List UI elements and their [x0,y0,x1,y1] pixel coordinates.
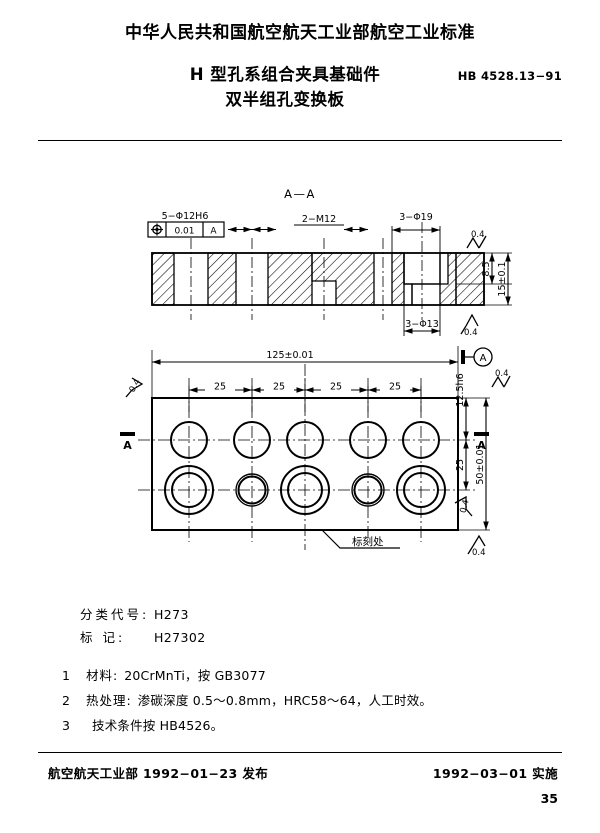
roughness-symbol-plan-right-mid: 0.4 [454,495,473,517]
standard-authority-header: 中华人民共和国航空航天工业部航空工业标准 [125,23,475,43]
roughness-symbol-plan-left: 0.4 [125,377,144,398]
callout-3-phi13: 3−Φ13 [405,319,439,330]
technical-drawing: A—A 5−Φ12H6 0.01 A [0,150,600,580]
effective-date: 1992−03−01 实施 [432,766,558,781]
dim-thickness-15: 15±0.1 [497,261,508,296]
document-title-line2: 双半组孔变换板 [225,90,345,109]
dim-pitch-3: 25 [330,382,342,393]
roughness-value-plan-right-mid: 0.4 [458,499,471,515]
drawing-canvas: A—A 5−Φ12H6 0.01 A [120,187,512,558]
note-number: 1 [62,668,70,683]
note-number: 3 [62,718,70,733]
section-vertical-dimensions: 8.5 15±0.1 [456,252,512,306]
dim-overall-width: 50±0.01 [475,443,486,484]
section-view-label: A—A [284,187,316,201]
note-number: 2 [62,693,70,708]
geometric-tolerance-frame: 0.01 A [147,221,225,238]
note-label: 热处理: [86,693,132,708]
plan-view: 125±0.01 A [120,346,511,558]
dim-pitch-1: 25 [214,382,226,393]
section-marker-letter-left: A [123,439,132,452]
position-tolerance-icon [151,223,163,236]
note-text: 20CrMnTi，按 GB3077 [124,668,266,683]
note-item: 2 热处理: 渗碳深度 0.5～0.8mm，HRC58～64，人工时效。 [62,688,562,713]
hole-bottom-4 [351,473,385,507]
roughness-symbol-plan-bottom: 0.4 [467,534,486,558]
hole-bottom-1 [164,465,214,515]
document-title-line1: H 型孔系组合夹具基础件 [189,65,381,84]
specification-block: 分类代号: H273 标 记: H27302 [80,603,540,649]
note-text: 技术条件按 HB4526。 [92,718,224,733]
dim-overall-length: 125±0.01 [151,346,459,398]
hole-bottom-2 [235,473,269,507]
roughness-value-section-top: 0.4 [471,230,485,240]
marking-value: H27302 [154,630,206,645]
dim-row-spacing: 25 [455,459,466,471]
document-title: H 型孔系组合夹具基础件 双半组孔变换板 [0,62,600,112]
plan-column-centerlines [188,364,422,550]
title-block: H 型孔系组合夹具基础件 双半组孔变换板 HB 4528.13−91 [0,62,600,112]
marking-location-label: 标刻处 [352,535,384,548]
callout-3-phi19: 3−Φ19 [399,212,433,223]
hole-top-5 [402,421,440,459]
note-label: 材料: [86,668,119,683]
hole-bottom-5 [396,465,446,515]
roughness-value-plan-bottom: 0.4 [472,548,486,558]
dim-edge-distance: 12.5h6 [455,373,466,406]
section-counterbore-profile [403,253,441,305]
classification-row: 分类代号: H273 [80,603,540,626]
classification-value: H273 [154,607,189,622]
page-number: 35 [540,791,558,806]
note-item: 3 技术条件按 HB4526。 [62,713,562,738]
plan-top-row-holes [170,421,440,459]
roughness-symbol-section-top: 0.4 [466,230,487,249]
datum-feature-symbol: A [461,347,493,367]
technical-notes-list: 1 材料: 20CrMnTi，按 GB3077 2 热处理: 渗碳深度 0.5～… [62,663,562,738]
footer-divider-rule [38,752,562,753]
dim-pitch-2: 25 [273,382,285,393]
dim-hole-pitch-row: 25 25 25 25 [188,378,422,412]
tolerance-datum: A [210,227,217,237]
section-view-a-a: A—A 5−Φ12H6 0.01 A [147,187,512,338]
note-item: 1 材料: 20CrMnTi，按 GB3077 [62,663,562,688]
issuing-authority-date: 航空航天工业部 1992−01−23 发布 [48,766,269,781]
marking-key: 标 记: [80,630,126,645]
section-marker-letter-right: A [477,439,486,452]
roughness-symbol-plan-right-top: 0.4 [491,369,511,388]
classification-key: 分类代号: [80,607,150,622]
section-marker-right: A [474,432,489,452]
roughness-value-section-bottom: 0.4 [464,328,478,338]
dim-depth-8-5: 8.5 [481,261,492,276]
marking-location-leader: 标刻处 [321,529,400,549]
plan-bottom-row-holes [164,465,446,515]
hole-bottom-3 [280,465,330,515]
hole-top-4 [349,421,387,459]
dim-value-overall-length: 125±0.01 [266,350,313,361]
tolerance-value: 0.01 [174,227,194,237]
hole-top-3 [286,421,324,459]
callout-5-phi12h6: 5−Φ12H6 [162,211,209,222]
roughness-symbol-section-bottom: 0.4 [460,313,479,338]
section-hatching [151,252,485,306]
note-text: 渗碳深度 0.5～0.8mm，HRC58～64，人工时效。 [137,693,433,708]
dim-pitch-4: 25 [389,382,401,393]
header-divider-rule [38,140,562,141]
hole-top-2 [233,421,271,459]
hole-top-1 [170,421,208,459]
plan-vertical-dimensions: 12.5h6 25 50±0.01 [455,373,490,531]
callout-2-m12: 2−M12 [302,214,336,225]
standard-number: HB 4528.13−91 [457,69,562,83]
marking-row: 标 记: H27302 [80,626,540,649]
datum-letter: A [480,353,487,364]
roughness-value-plan-right-top: 0.4 [495,369,509,379]
section-marker-left: A [120,432,135,452]
section-centerlines [190,222,423,320]
